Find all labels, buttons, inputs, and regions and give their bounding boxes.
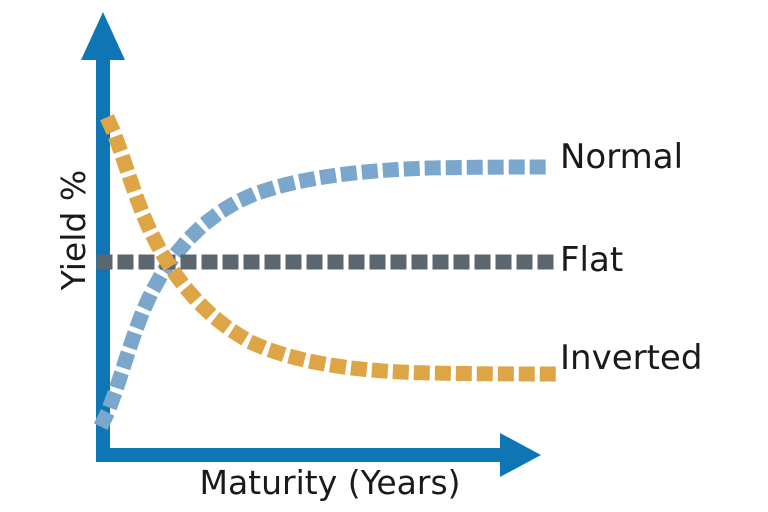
x-axis-title: Maturity (Years) [199, 463, 461, 502]
series-line-normal [93, 159, 559, 431]
axis-group [81, 12, 541, 477]
series-label-normal: Normal [560, 137, 684, 177]
series-group [93, 114, 559, 431]
y-axis-title: Yield % [54, 169, 93, 291]
series-line-inverted [100, 114, 557, 382]
y-axis-arrow [81, 12, 125, 456]
x-axis-arrow [96, 433, 541, 477]
series-label-inverted: Inverted [560, 338, 703, 378]
series-label-flat: Flat [560, 240, 624, 280]
